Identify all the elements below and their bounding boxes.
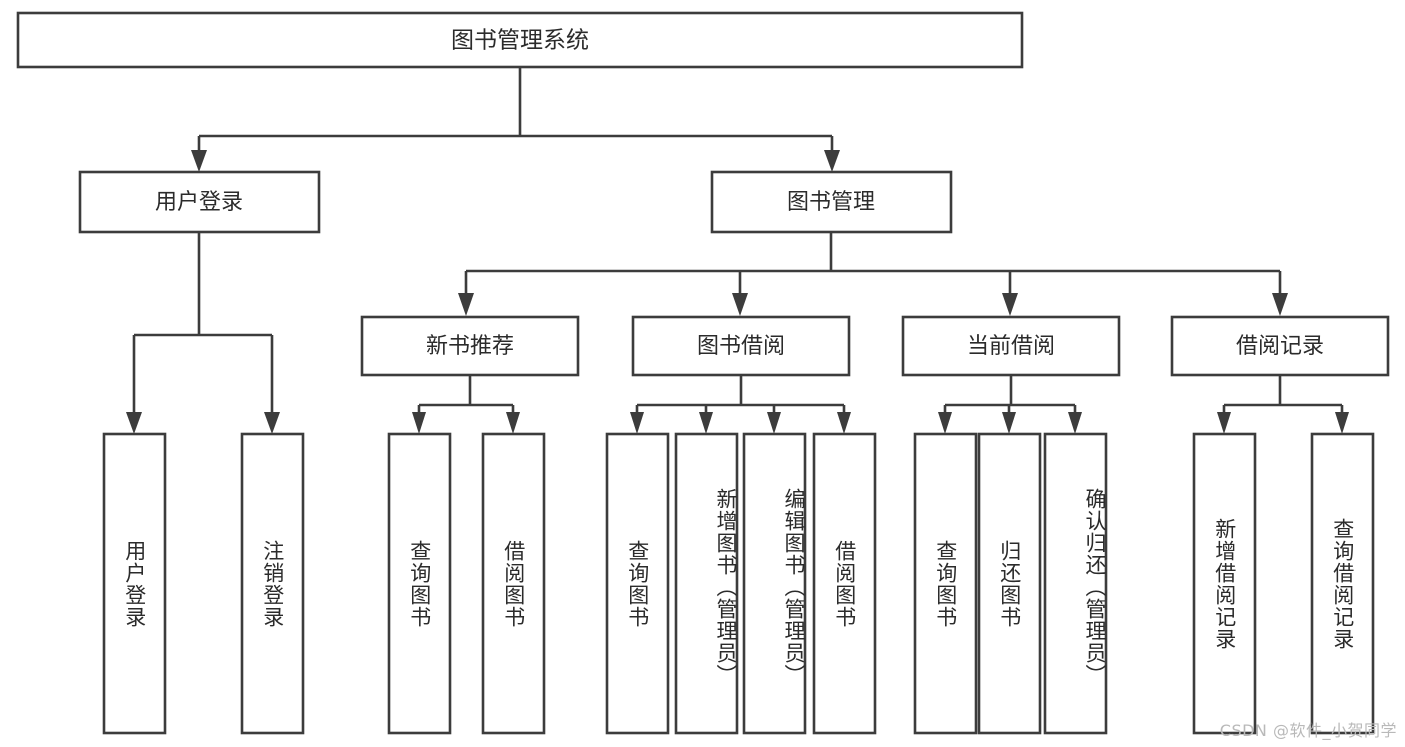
connector-current-borrow-to-leaves <box>938 375 1082 434</box>
node-user-login[interactable]: 用户登录 <box>78 170 321 234</box>
arrow-head-icon <box>630 412 644 434</box>
leaf-box-edit-book-admin[interactable] <box>742 432 807 735</box>
node-user-login-label: 用户登录 <box>155 190 243 215</box>
leaf-box-return-book[interactable] <box>977 432 1042 735</box>
connector-book-management-to-level3 <box>458 232 1288 316</box>
arrow-head-icon <box>699 412 713 434</box>
node-borrow-record-label: 借阅记录 <box>1236 334 1324 359</box>
leaf-box-query-book-recommend[interactable] <box>387 432 452 735</box>
node-root-label: 图书管理系统 <box>451 28 589 54</box>
arrow-head-icon <box>126 412 142 434</box>
node-current-borrow-label: 当前借阅 <box>967 334 1055 359</box>
connector-book-borrow-to-leaves <box>630 375 851 434</box>
leaf-box-query-book-current[interactable] <box>913 432 978 735</box>
leaf-box-user-login[interactable] <box>102 432 167 735</box>
arrow-head-icon <box>264 412 280 434</box>
arrow-head-icon <box>191 150 207 172</box>
node-current-borrow[interactable]: 当前借阅 <box>901 315 1121 377</box>
connector-borrow-record-to-leaves <box>1217 375 1349 434</box>
arrow-head-icon <box>1217 412 1231 434</box>
leaf-box-query-book-borrow[interactable] <box>605 432 670 735</box>
node-new-book-recommend-box[interactable] <box>360 315 580 377</box>
arrow-head-icon <box>938 412 952 434</box>
connector-root-to-level2 <box>191 67 840 172</box>
node-book-borrow-label: 图书借阅 <box>697 334 785 359</box>
node-book-management-label: 图书管理 <box>787 190 875 215</box>
node-user-login-box[interactable] <box>78 170 321 234</box>
node-new-book-recommend-label: 新书推荐 <box>426 334 514 359</box>
csdn-watermark: CSDN @软件_小贺同学 <box>1219 721 1397 740</box>
leaf-box-borrow-book[interactable] <box>812 432 877 735</box>
arrow-head-icon <box>412 412 426 434</box>
node-current-borrow-box[interactable] <box>901 315 1121 377</box>
leaf-box-add-borrow-record[interactable] <box>1192 432 1257 735</box>
arrow-head-icon <box>732 293 748 316</box>
arrow-head-icon <box>1002 293 1018 316</box>
arrow-head-icon <box>458 293 474 316</box>
connector-new-book-recommend-to-leaves <box>412 375 520 434</box>
node-root-box[interactable] <box>16 11 1024 69</box>
arrow-head-icon <box>1002 412 1016 434</box>
leaf-box-logout[interactable] <box>240 432 305 735</box>
node-new-book-recommend[interactable]: 新书推荐 <box>360 315 580 377</box>
arrow-head-icon <box>506 412 520 434</box>
node-book-borrow[interactable]: 图书借阅 <box>631 315 851 377</box>
arrow-head-icon <box>767 412 781 434</box>
leaf-box-confirm-return-admin[interactable] <box>1043 432 1108 735</box>
arrow-head-icon <box>824 150 840 172</box>
node-book-management[interactable]: 图书管理 <box>710 170 953 234</box>
leaf-box-borrow-book-recommend[interactable] <box>481 432 546 735</box>
arrow-head-icon <box>1335 412 1349 434</box>
arrow-head-icon <box>1272 293 1288 316</box>
node-borrow-record[interactable]: 借阅记录 <box>1170 315 1390 377</box>
arrow-head-icon <box>1068 412 1082 434</box>
leaf-box-query-borrow-record[interactable] <box>1310 432 1375 735</box>
connector-user-login-to-leaves <box>126 232 280 434</box>
arrow-head-icon <box>837 412 851 434</box>
leaf-box-add-book-admin[interactable] <box>674 432 739 735</box>
node-root[interactable]: 图书管理系统 <box>16 11 1024 69</box>
